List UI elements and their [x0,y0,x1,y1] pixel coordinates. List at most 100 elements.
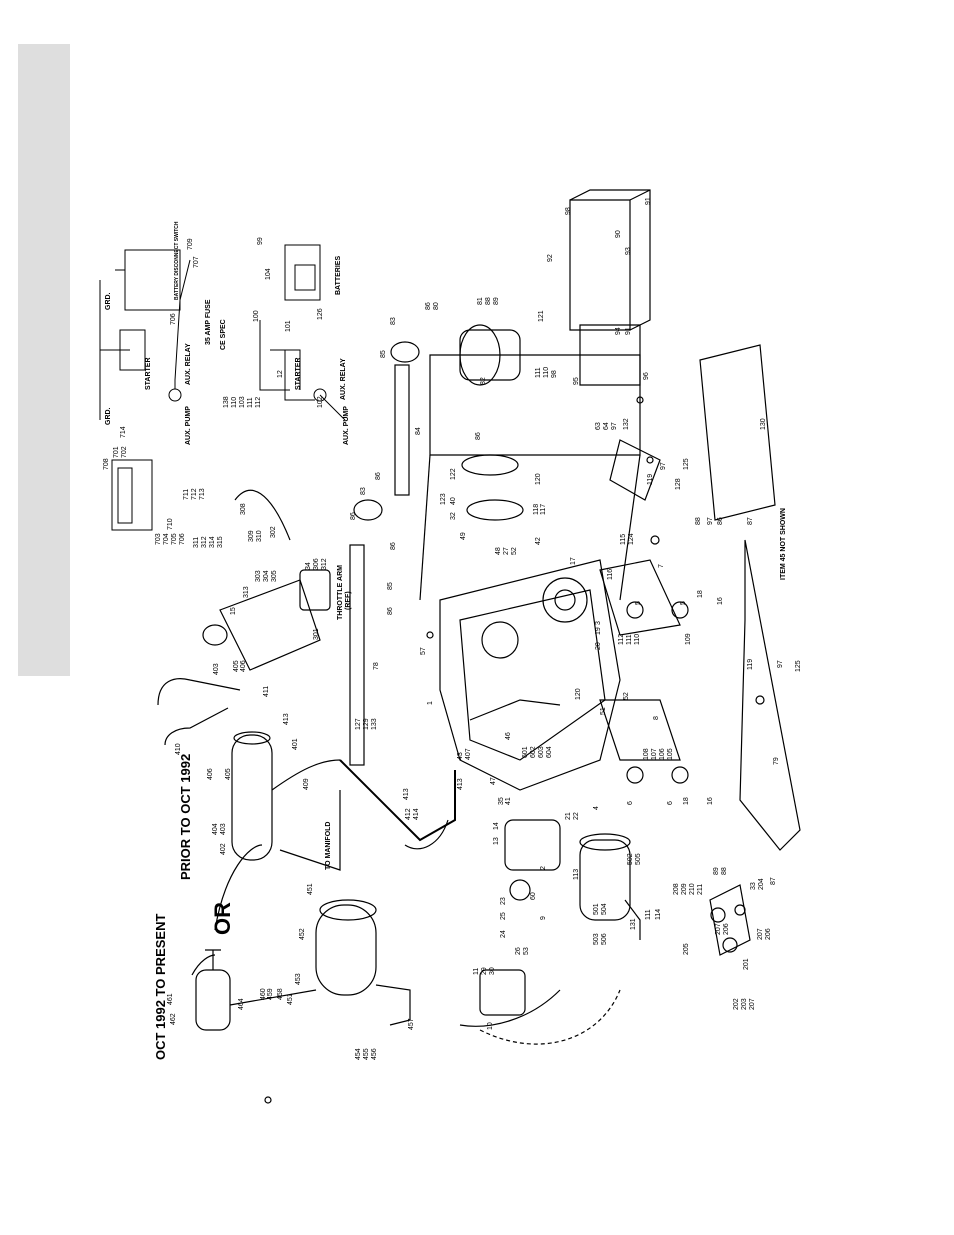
part-label: 405 [225,768,232,780]
part-label: 454 [355,1048,362,1060]
part-label: 310 [256,530,263,542]
part-label: 104 [265,268,272,280]
part-label: 35 [498,797,505,805]
part-label: 403 [213,663,220,675]
part-label: 126 [317,308,324,320]
part-label: 702 [121,446,128,458]
part-label: 11 [473,968,480,975]
part-label: 47 [490,777,497,785]
part-label: 49 [460,532,467,540]
part-label: 710 [167,518,174,530]
part-label: 125 [795,660,802,672]
part-label: 452 [299,928,306,940]
part-label: 87 [747,517,754,525]
part-label: 312 [201,536,208,548]
part-label: 40 [450,497,457,505]
part-label: 462 [170,1013,177,1025]
part-label: 414 [413,808,420,820]
part-label: 211 [697,884,704,895]
part-label: 207 [715,923,722,935]
part-label: 312 [321,558,328,570]
part-label: 506 [601,933,608,945]
part-label: 204 [758,878,765,890]
part-label: 86 [375,472,382,480]
part-label: 3 [595,621,602,625]
part-label: 51 [600,707,607,715]
part-label: 123 [440,493,447,505]
part-label: 112 [255,397,262,408]
part-label: 460 [260,988,267,1000]
part-label: 14 [493,822,500,830]
part-label: 106 [659,748,666,760]
part-label: 57 [420,647,427,655]
part-label: 48 [495,547,502,555]
part-label: 99 [257,237,264,245]
part-label: 203 [741,998,748,1010]
exhaust-hose-drawing [339,341,456,850]
part-label: 33 [750,882,757,890]
part-label: 18 [683,797,690,805]
part-label: 405 [233,660,240,672]
part-label: 116 [607,569,614,580]
part-label: 302 [270,526,277,538]
page-side-tab [18,44,70,676]
part-label: 130 [760,418,767,430]
part-label: 97 [707,517,714,525]
part-label: 453 [295,973,302,985]
base-plate-79 [739,539,801,851]
part-label: 131 [630,918,637,930]
part-label: 451 [307,883,314,895]
heat-exchanger-drawing [419,354,641,601]
part-label: 461 [167,993,174,1005]
part-label: 712 [191,488,198,500]
part-label: 94 [615,327,622,335]
part-label: 120 [575,688,582,700]
part-label: 208 [673,883,680,895]
part-label: 456 [371,1048,378,1060]
part-label: 115 [620,534,627,545]
part-label: 413 [283,713,290,725]
part-label: 17 [570,557,577,565]
part-label: 86 [387,607,394,615]
part-label: 308 [240,503,247,515]
part-label: 91 [645,197,652,205]
part-label: 401 [292,738,299,750]
part-label: 459 [267,988,274,1000]
part-label: 458 [277,988,284,1000]
part-label: 209 [681,883,688,895]
part-label: 4 [593,806,600,810]
part-label: 133 [371,718,378,730]
part-label: 122 [450,468,457,480]
part-label: 708 [103,458,110,470]
part-label: 206 [765,928,772,940]
part-label: 202 [733,998,740,1010]
part-label: 6 [667,801,674,805]
starter-motor-drawing [579,833,641,940]
part-label: 100 [253,310,260,322]
part-label: 505 [635,853,642,865]
part-label: 402 [220,843,227,855]
part-label: 128 [675,478,682,490]
part-label: 13 [493,837,500,845]
caption-throttle-ref: (REF) [345,591,352,610]
part-label: 409 [303,778,310,790]
part-label: 29 [481,967,488,975]
part-label: 98 [551,370,558,378]
part-label: 132 [623,418,630,430]
part-label: 52 [623,692,630,700]
part-label: 80 [433,302,440,310]
part-label: 18 [697,590,704,598]
part-label: 52 [511,547,518,555]
part-label: 709 [187,238,194,250]
part-label: 93 [625,247,632,255]
part-label: 138 [223,396,230,408]
heading-prior: PRIOR TO OCT 1992 [178,754,193,880]
part-label: 701 [113,446,120,458]
part-label: 86 [717,517,724,525]
part-label: 111 [626,634,633,645]
part-label: 411 [263,686,270,697]
part-label: 707 [193,256,200,268]
caption-starter: STARTER [145,357,152,390]
part-label: 16 [707,797,714,805]
part-label: 85 [387,582,394,590]
